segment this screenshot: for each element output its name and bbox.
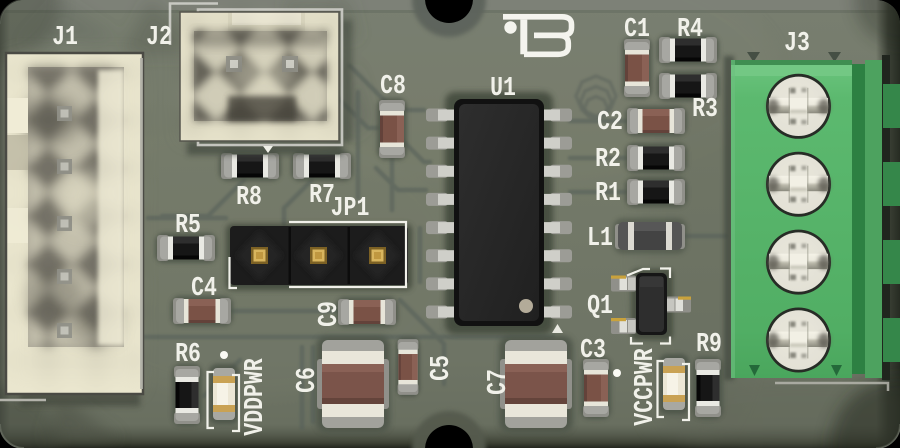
svg-text:VDDPWR: VDDPWR xyxy=(241,358,271,436)
svg-text:R4: R4 xyxy=(677,15,703,45)
svg-text:U1: U1 xyxy=(490,74,516,104)
svg-text:C6: C6 xyxy=(293,367,323,393)
svg-text:C9: C9 xyxy=(315,301,345,327)
svg-text:R3: R3 xyxy=(692,95,718,125)
svg-text:C3: C3 xyxy=(580,336,606,366)
svg-text:R1: R1 xyxy=(595,179,621,209)
svg-text:R6: R6 xyxy=(175,340,201,370)
svg-text:R5: R5 xyxy=(175,211,201,241)
svg-text:C5: C5 xyxy=(427,355,457,381)
svg-text:R9: R9 xyxy=(696,330,722,360)
svg-text:J2: J2 xyxy=(146,23,172,53)
svg-text:C1: C1 xyxy=(624,15,650,45)
svg-text:R8: R8 xyxy=(236,183,262,213)
svg-text:J1: J1 xyxy=(52,23,78,53)
svg-text:C7: C7 xyxy=(484,369,514,395)
svg-text:R7: R7 xyxy=(309,181,335,211)
svg-text:R2: R2 xyxy=(595,145,621,175)
svg-text:VCCPWR: VCCPWR xyxy=(631,348,661,426)
svg-text:J3: J3 xyxy=(784,29,810,59)
svg-text:C4: C4 xyxy=(191,274,217,304)
svg-text:JP1: JP1 xyxy=(331,194,370,224)
svg-text:Q1: Q1 xyxy=(587,292,613,322)
svg-text:C2: C2 xyxy=(597,108,623,138)
svg-text:C8: C8 xyxy=(380,72,406,102)
svg-text:L1: L1 xyxy=(587,224,613,254)
